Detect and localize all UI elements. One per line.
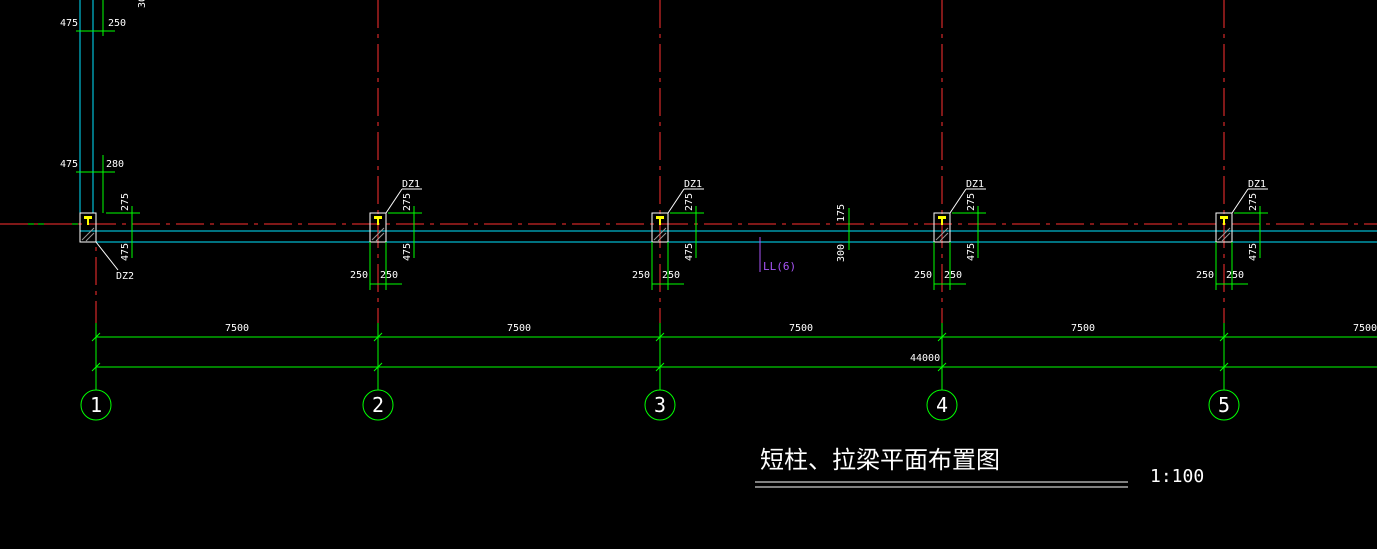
span-1: 7500 [225, 323, 249, 334]
axis-bubble-1 [80, 389, 112, 421]
column-hatch [935, 227, 949, 241]
column-dim-above: 275 [402, 193, 413, 211]
column-dim-above: 275 [120, 193, 131, 211]
column-hatch [653, 227, 667, 241]
column-2: DZ1 275 475 250 250 [350, 179, 422, 290]
column-tag-2: DZ1 [402, 179, 420, 190]
column-stem-mark [941, 219, 943, 225]
beam-label: LL(6) [763, 260, 796, 273]
column-dim-above: 275 [684, 193, 695, 211]
span-2: 7500 [507, 323, 531, 334]
left-dim-mid-a: 475 [60, 159, 78, 170]
span-3: 7500 [789, 323, 813, 334]
span-tick [655, 332, 665, 342]
column-stem-mark [87, 219, 89, 225]
column-dim-left: 250 [632, 270, 650, 281]
column-stem-mark [1223, 219, 1225, 225]
column-stem-mark [659, 219, 661, 225]
column-top-mark [374, 216, 382, 219]
column-dim-below: 475 [684, 243, 695, 261]
beam-dim-above: 175 [836, 204, 847, 222]
left-wall-lines [0, 0, 94, 225]
span-tick [373, 332, 383, 342]
column-dim-right: 250 [380, 270, 398, 281]
left-dim-mid-b: 280 [106, 159, 124, 170]
span-5: 7500 [1353, 323, 1377, 334]
column-top-mark [656, 216, 664, 219]
column-dim-above: 275 [966, 193, 977, 211]
column-tag-leader [949, 188, 967, 214]
column-stem-mark [377, 219, 379, 225]
column-dim-right: 250 [662, 270, 680, 281]
column-outline [651, 212, 669, 243]
column-dim-below: 475 [402, 243, 413, 261]
column-dim-below: 475 [966, 243, 977, 261]
axis-label-3: 3 [654, 393, 666, 417]
column-top-mark [938, 216, 946, 219]
left-dim-top-c: 30 [137, 0, 148, 8]
column-tag-leader [1231, 188, 1249, 214]
column-hatch [657, 232, 667, 242]
axis-label-2: 2 [372, 393, 384, 417]
axis-label-1: 1 [90, 393, 102, 417]
column-tag-leader [385, 188, 403, 214]
column-hatch [1221, 232, 1231, 242]
beam-label-group: LL(6) 175 300 [759, 204, 850, 273]
column-dim-below: 475 [120, 243, 131, 261]
total-dimension: 44000 [96, 353, 1377, 368]
axis-bubble-4 [926, 389, 958, 421]
beam-dim-below: 300 [836, 244, 847, 262]
column-tag-3: DZ1 [684, 179, 702, 190]
column-5: DZ1 275 475 250 250 [1196, 179, 1268, 290]
column-4: DZ1 275 475 250 250 [914, 179, 986, 290]
column-outline [933, 212, 951, 243]
axis-label-4: 4 [936, 393, 948, 417]
column-tag-leader [667, 188, 685, 214]
span-tick [937, 332, 947, 342]
total-length: 44000 [910, 353, 940, 364]
span-4: 7500 [1071, 323, 1095, 334]
left-dim-top-a: 475 [60, 18, 78, 29]
left-dim-top-b: 250 [108, 18, 126, 29]
column-top-mark [1220, 216, 1228, 219]
axis-label-5: 5 [1218, 393, 1230, 417]
column-hatch [81, 227, 95, 241]
drawing-title: 短柱、拉梁平面布置图 [760, 446, 1000, 474]
column-outline [1215, 212, 1233, 243]
column-dim-right: 250 [944, 270, 962, 281]
span-dimensions: 7500 7500 7500 7500 7500 [91, 323, 1377, 372]
column-tag-4: DZ1 [966, 179, 984, 190]
tie-beam [0, 223, 1377, 243]
column-hatch [371, 227, 385, 241]
column-outline [369, 212, 387, 243]
column-tag-1: DZ2 [116, 271, 134, 282]
column-dim-below: 475 [1248, 243, 1259, 261]
span-tick [1219, 332, 1229, 342]
column-dim-left: 250 [1196, 270, 1214, 281]
column-top-mark [84, 216, 92, 219]
column-3: DZ1 275 475 250 250 [632, 179, 704, 290]
column-hatch [85, 232, 95, 242]
drawing-scale: 1:100 [1150, 466, 1204, 487]
column-1: DZ2 275 475 [79, 193, 140, 282]
span-tick [91, 332, 101, 342]
title-block: 短柱、拉梁平面布置图 1:100 [755, 446, 1204, 488]
axis-bubble-3 [644, 389, 676, 421]
left-dimensions: 475 250 30 475 280 [60, 0, 148, 213]
column-outline [79, 212, 97, 243]
column-dim-left: 250 [350, 270, 368, 281]
axis-bubble-2 [362, 389, 394, 421]
column-dim-left: 250 [914, 270, 932, 281]
column-hatch [375, 232, 385, 242]
column-dim-right: 250 [1226, 270, 1244, 281]
axis-bubble-5 [1208, 389, 1240, 421]
grid-axes: 1 2 3 4 5 [80, 0, 1240, 421]
column-dim-above: 275 [1248, 193, 1259, 211]
column-hatch [1217, 227, 1231, 241]
column-tag-5: DZ1 [1248, 179, 1266, 190]
column-hatch [939, 232, 949, 242]
column-tag-leader [95, 241, 119, 271]
